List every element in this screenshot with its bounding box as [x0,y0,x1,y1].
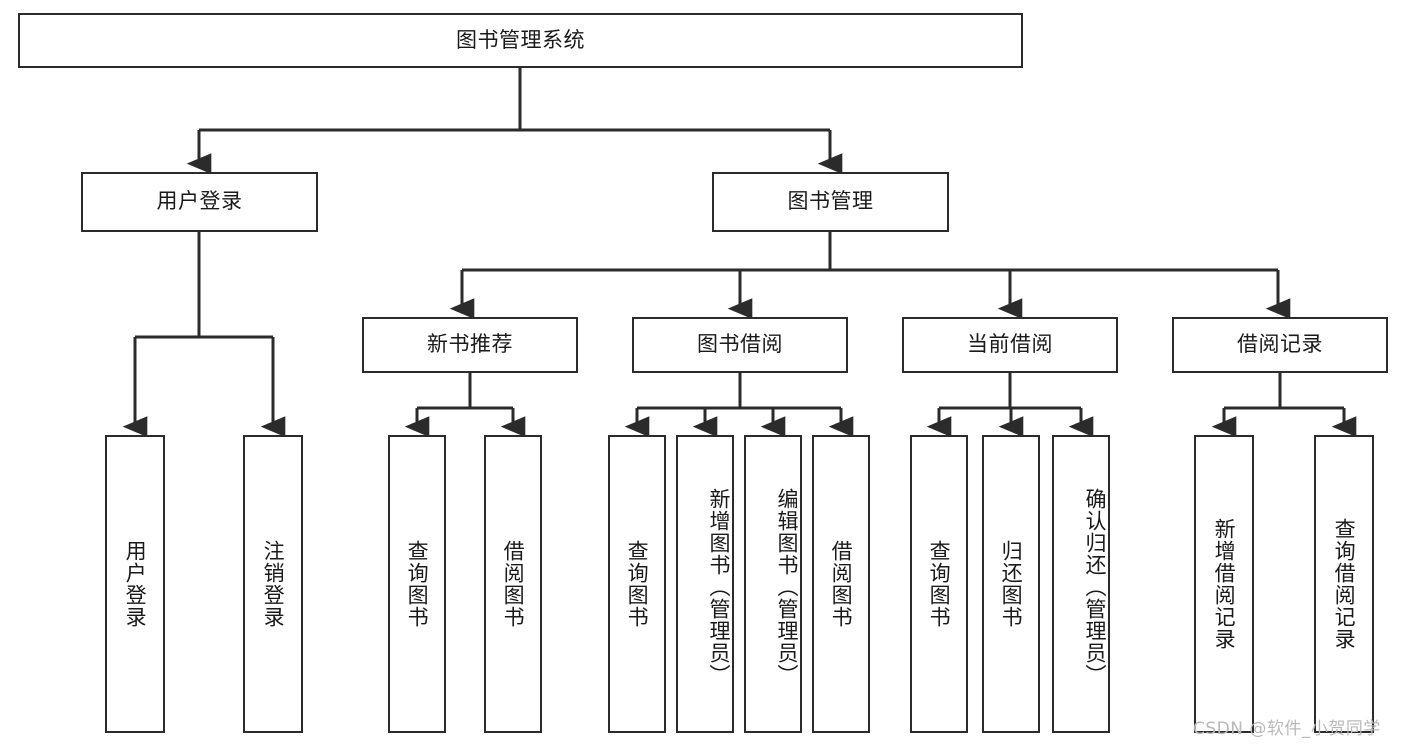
node-label: 借阅图书 [829,540,854,628]
node-label: 归还图书 [999,540,1024,628]
node-root: 图书管理系统 [18,13,1023,68]
node-leaf-query-book-1: 查询图书 [388,435,446,733]
node-leaf-confirm-return: 确认归还（管理员） [1052,435,1110,733]
node-leaf-add-book: 新增图书（管理员） [676,435,734,733]
node-leaf-query-book-2: 查询图书 [608,435,666,733]
node-label: 新增图书（管理员） [707,488,731,686]
node-label: 新增借阅记录 [1212,518,1237,650]
node-current-borrow: 当前借阅 [902,317,1118,373]
node-label: 用户登录 [123,540,148,628]
node-leaf-user-login: 用户登录 [105,435,165,733]
node-label: 图书借阅 [697,332,783,357]
node-borrow-record: 借阅记录 [1172,317,1388,373]
node-leaf-borrow-book-2: 借阅图书 [812,435,870,733]
node-label: 查询图书 [927,540,952,628]
node-label: 当前借阅 [967,332,1053,357]
csdn-watermark: CSDN @软件_小贺同学 [1193,719,1381,739]
node-user-login: 用户登录 [81,172,318,232]
node-leaf-query-record: 查询借阅记录 [1314,435,1374,733]
node-leaf-add-record: 新增借阅记录 [1194,435,1254,733]
node-label: 查询借阅记录 [1332,518,1357,650]
node-label: 图书管理系统 [456,27,585,52]
node-label: 新书推荐 [427,332,513,357]
node-leaf-return-book: 归还图书 [982,435,1040,733]
node-label: 查询图书 [625,540,650,628]
node-label: 注销登录 [261,540,286,628]
node-label: 借阅图书 [501,540,526,628]
node-book-borrow: 图书借阅 [632,317,848,373]
node-label: 编辑图书（管理员） [775,488,799,686]
node-leaf-query-book-3: 查询图书 [910,435,968,733]
node-label: 借阅记录 [1237,332,1323,357]
node-book-manage: 图书管理 [712,172,949,232]
node-label: 图书管理 [787,189,874,214]
node-label: 查询图书 [405,540,430,628]
node-leaf-logout: 注销登录 [243,435,303,733]
node-label: 确认归还（管理员） [1083,488,1107,686]
node-leaf-borrow-book-1: 借阅图书 [484,435,542,733]
node-new-book-rec: 新书推荐 [362,317,578,373]
node-label: 用户登录 [156,189,243,214]
node-leaf-edit-book: 编辑图书（管理员） [744,435,802,733]
